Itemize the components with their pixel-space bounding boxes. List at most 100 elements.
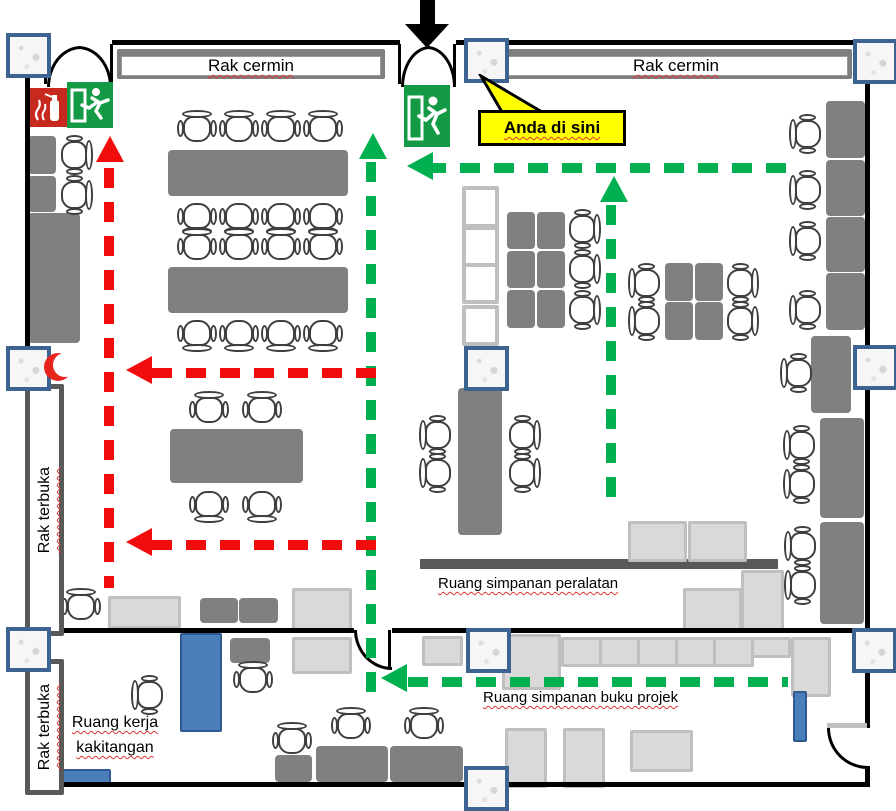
- chair-seat: [267, 116, 295, 142]
- chair-seat: [61, 181, 87, 209]
- chair-seat: [67, 594, 95, 620]
- blue-desk: [793, 691, 807, 742]
- storage-box: [292, 637, 352, 674]
- pillar: [464, 766, 509, 811]
- evac-route-green-arrow: [359, 133, 387, 159]
- desk: [230, 638, 270, 663]
- chair-seat: [267, 234, 295, 260]
- open-rack-upper: Rak terbuka: [25, 384, 64, 636]
- pillar: [853, 345, 896, 390]
- chair-arm: [305, 732, 312, 749]
- chair: [261, 110, 301, 147]
- chair: [628, 263, 665, 303]
- chair: [504, 415, 541, 455]
- wall-middle: [25, 628, 354, 633]
- chair: [722, 301, 759, 341]
- chair-seat: [183, 320, 211, 346]
- door-post: [110, 44, 113, 84]
- evac-route-green-arrow: [600, 176, 628, 202]
- wall-bottom: [25, 782, 870, 787]
- divider-shelf: [420, 559, 778, 569]
- desk: [537, 251, 565, 288]
- chair-arm: [790, 386, 807, 393]
- chair-arm: [294, 325, 301, 342]
- chair-seat: [248, 491, 276, 517]
- desk: [28, 213, 80, 343]
- chair-seat: [195, 491, 223, 517]
- chair-seat: [61, 141, 87, 169]
- chair-arm: [266, 671, 273, 688]
- chair: [261, 198, 301, 235]
- chair-seat: [337, 713, 365, 739]
- shelf-box: [462, 263, 499, 304]
- chair: [789, 170, 826, 210]
- desk: [28, 176, 56, 212]
- storage-box: [683, 588, 742, 632]
- chair: [564, 249, 601, 289]
- open-rack-upper-label: Rak terbuka: [35, 466, 53, 554]
- chair: [261, 228, 301, 265]
- chair: [303, 228, 343, 265]
- desk: [458, 388, 502, 535]
- storage-box: [563, 728, 605, 788]
- desk: [168, 267, 348, 313]
- mirror-rack-left: Rak cermin: [117, 49, 385, 79]
- chair-arm: [799, 147, 816, 154]
- chair: [177, 110, 217, 147]
- chair-seat: [425, 459, 451, 487]
- fire-extinguisher-icon: [30, 88, 67, 127]
- chair: [564, 290, 601, 330]
- desk: [826, 217, 865, 272]
- evac-route-green-arrow: [407, 152, 433, 180]
- chair-arm: [336, 208, 343, 225]
- pillar: [852, 628, 896, 673]
- chair-arm: [799, 323, 816, 330]
- mirror-rack-right-label: Rak cermin: [633, 56, 719, 75]
- chair-seat: [137, 681, 163, 709]
- storage-box: [628, 521, 687, 562]
- chair-arm: [336, 120, 343, 137]
- chair-seat: [790, 532, 816, 560]
- storage-box: [561, 637, 602, 667]
- chair-arm: [252, 238, 259, 255]
- wall-top: [456, 40, 870, 45]
- chair: [789, 290, 826, 330]
- chair: [628, 301, 665, 341]
- chair-arm: [732, 334, 749, 341]
- pillar: [464, 38, 509, 83]
- staff-work-room-label: Ruang kerja kakitangan: [55, 710, 175, 760]
- shelf-box: [462, 226, 499, 268]
- chair-arm: [275, 401, 282, 418]
- chair-seat: [183, 234, 211, 260]
- storage-box: [599, 637, 640, 667]
- chair-arm: [336, 325, 343, 342]
- desk: [820, 418, 864, 518]
- mirror-rack-right: Rak cermin: [500, 49, 852, 79]
- desk: [826, 101, 865, 158]
- shelf-box: [462, 186, 499, 228]
- desk: [811, 336, 851, 413]
- desk: [665, 302, 693, 340]
- storage-box: [741, 570, 784, 632]
- desk: [168, 150, 348, 196]
- evac-route-green-segment: [408, 677, 788, 687]
- chair-seat: [225, 116, 253, 142]
- wall-top: [112, 40, 400, 45]
- chair: [780, 353, 817, 393]
- chair-seat: [634, 307, 660, 335]
- chair-arm: [514, 486, 531, 493]
- desk: [275, 755, 312, 782]
- storage-box: [422, 636, 463, 666]
- storage-box: [637, 637, 678, 667]
- wall-middle: [392, 628, 870, 633]
- desk: [537, 212, 565, 249]
- chair-arm: [574, 242, 591, 249]
- pillar: [6, 33, 51, 78]
- chair: [177, 228, 217, 265]
- chair-seat: [239, 667, 267, 693]
- chair-arm: [210, 208, 217, 225]
- storage-box: [108, 596, 181, 629]
- chair: [404, 707, 444, 744]
- chair-seat: [634, 269, 660, 297]
- chair: [303, 315, 343, 352]
